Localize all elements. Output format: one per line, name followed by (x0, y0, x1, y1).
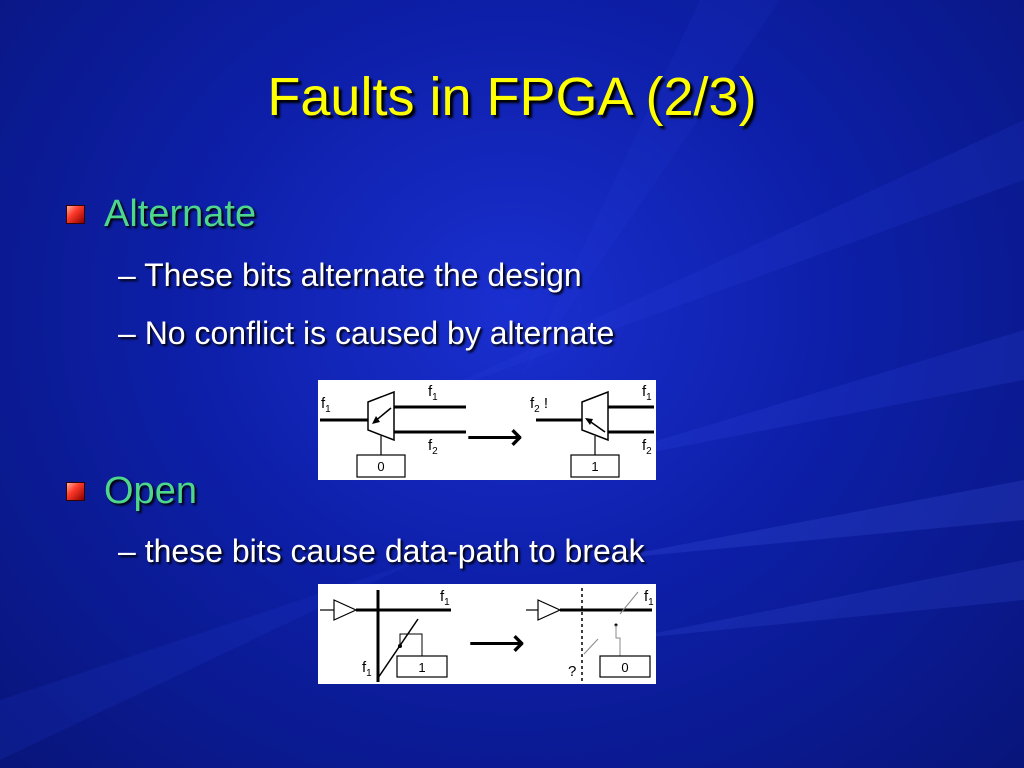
transform-arrow: ⟶ (468, 621, 525, 665)
left-config-bit: 1 (418, 660, 425, 675)
left-top-label: f1 (428, 383, 438, 403)
alternate-figure: f1 f1 f2 0 ⟶ f2 ! f1 f2 1 (318, 380, 656, 480)
sub-bullet-open-1: – these bits cause data-path to break (118, 533, 645, 569)
right-config-bit: 1 (591, 459, 598, 474)
right-switch (526, 588, 652, 682)
sub-bullet-alternate-2: – No conflict is caused by alternate (118, 315, 615, 351)
slide-title: Faults in FPGA (2/3) (267, 67, 757, 127)
left-bottom-label: f1 (362, 659, 372, 679)
left-top-label: f1 (440, 588, 450, 608)
bullet-alternate: Alternate (104, 193, 257, 235)
left-switch (320, 590, 451, 682)
right-top-label: f1 (642, 383, 652, 403)
left-bottom-label: f2 (428, 437, 438, 457)
right-mux (536, 390, 654, 478)
left-config-bit: 0 (377, 459, 384, 474)
right-top-label: f1 (644, 588, 654, 608)
bullet-open: Open (104, 470, 197, 512)
bullet-icon (66, 482, 85, 501)
bullet-icon (66, 205, 85, 224)
right-config-bit: 0 (621, 660, 628, 675)
transform-arrow: ⟶ (466, 415, 523, 459)
right-input-label: f2 ! (530, 395, 548, 415)
right-unknown-label: ? (568, 663, 576, 680)
open-figure: f1 f1 1 ⟶ f1 ? 0 (318, 584, 656, 684)
left-input-label: f1 (321, 395, 331, 415)
left-mux (320, 390, 466, 478)
sub-bullet-alternate-1: – These bits alternate the design (118, 257, 582, 293)
right-bottom-label: f2 (642, 437, 652, 457)
